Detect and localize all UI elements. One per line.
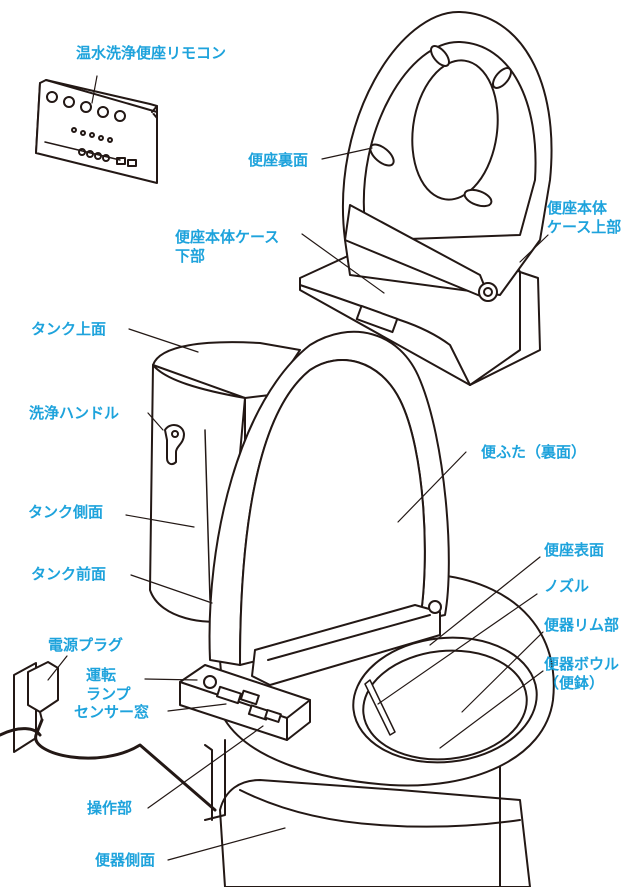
label-nozzle: ノズル [544, 577, 590, 595]
label-flush-handle: 洗浄ハンドル [29, 404, 120, 422]
label-control-panel: 操作部 [87, 799, 133, 817]
label-sensor-window: センサー窓 [74, 703, 150, 721]
label-lid-underside: 便ふた（裏面） [481, 443, 587, 461]
label-remote: 温水洗浄便座リモコン [76, 44, 227, 62]
leader-lines [47, 75, 549, 861]
bowl-drawing [219, 759, 531, 887]
label-tank-top: タンク上面 [31, 320, 107, 338]
label-power-plug: 電源プラグ [48, 636, 124, 654]
seat-unit-drawing [299, 10, 553, 386]
control-panel-drawing [179, 664, 311, 821]
label-tank-front: タンク前面 [31, 565, 107, 583]
label-bowl-rim: 便器リム部 [544, 616, 620, 634]
remote-control-drawing [35, 79, 158, 184]
label-run-lamp: 運転 ランプ [86, 666, 131, 703]
seat-lid-drawing [204, 330, 555, 787]
label-seat-case-lower: 便座本体ケース 下部 [175, 228, 280, 265]
label-seat-case-upper: 便座本体 ケース上部 [547, 199, 622, 236]
label-bowl-side: 便器側面 [95, 851, 156, 869]
power-plug-drawing [0, 661, 217, 812]
label-bowl-inner: 便器ボウル （便鉢） [544, 655, 620, 692]
label-seat-underside: 便座裏面 [248, 151, 309, 169]
label-tank-side: タンク側面 [28, 503, 104, 521]
label-seat-surface: 便座表面 [544, 541, 605, 559]
